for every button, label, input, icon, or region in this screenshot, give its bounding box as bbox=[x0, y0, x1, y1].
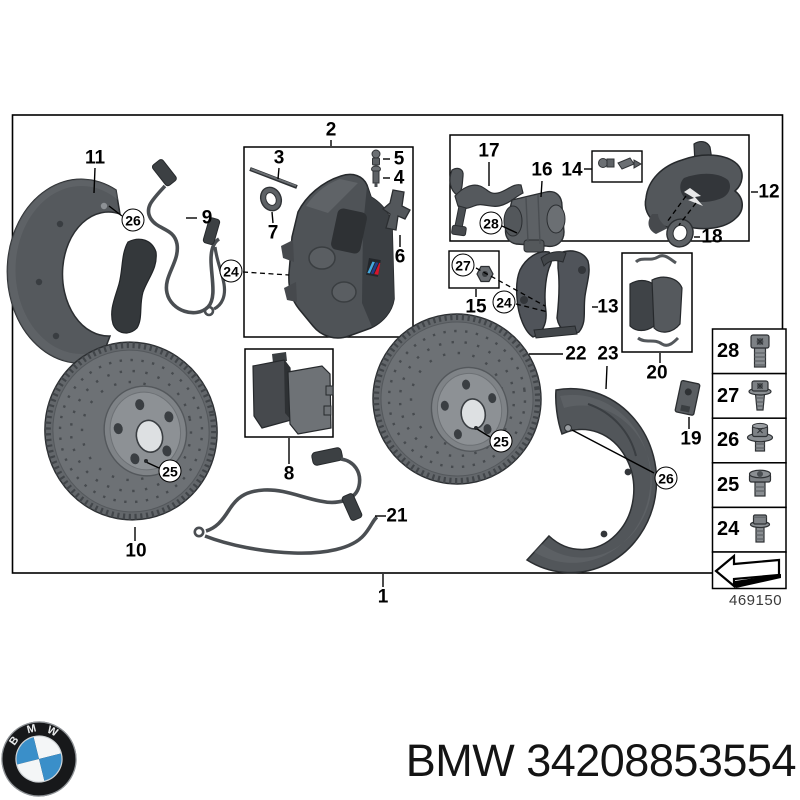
leader-lines bbox=[93, 140, 758, 587]
front-brake-pads bbox=[252, 352, 334, 435]
bleeder-service-parts bbox=[598, 157, 643, 170]
shield-bracket-arm bbox=[111, 238, 157, 334]
circled-callout-25-rear: 25 bbox=[489, 429, 513, 453]
torx-flange-bolt-icon bbox=[748, 380, 772, 411]
circled-callout-24-rear: 24 bbox=[492, 290, 516, 314]
callout-12: 12 bbox=[758, 181, 780, 203]
bleeder-valve-4 bbox=[371, 165, 381, 187]
callout-7: 7 bbox=[267, 222, 279, 244]
front-wear-sensor bbox=[146, 159, 227, 317]
rear-disc-hub bbox=[430, 366, 509, 452]
guide-pin bbox=[249, 167, 298, 189]
callout-20: 20 bbox=[646, 362, 668, 384]
dust-cap-5 bbox=[371, 149, 381, 166]
callout-23: 23 bbox=[597, 343, 619, 365]
drawing-number: 469150 bbox=[729, 592, 783, 609]
callout-9: 9 bbox=[201, 207, 213, 229]
dashed-leader-lines bbox=[242, 195, 697, 313]
circled-callout-27: 27 bbox=[451, 253, 475, 277]
socket-head-bolt-icon bbox=[750, 334, 770, 368]
circled-callout-26-front: 26 bbox=[121, 208, 145, 232]
guide-nut bbox=[476, 265, 494, 283]
hex-washer-bolt-icon bbox=[746, 422, 774, 452]
part-number-caption: BMW 34208853554 bbox=[405, 735, 797, 786]
fastener-row-25-number: 25 bbox=[717, 473, 740, 496]
callout-6: 6 bbox=[394, 246, 406, 268]
seal-ring-7 bbox=[259, 186, 283, 212]
plug-screw-icon bbox=[748, 469, 772, 497]
fastener-table bbox=[711, 328, 787, 590]
callout-17: 17 bbox=[478, 140, 500, 162]
front-disc-hub bbox=[103, 385, 188, 477]
front-caliper bbox=[281, 173, 395, 339]
callout-10: 10 bbox=[125, 540, 147, 562]
callout-16: 16 bbox=[531, 159, 553, 181]
direction-arrow-icon bbox=[714, 553, 781, 589]
fastener-row-27-number: 27 bbox=[717, 384, 740, 407]
circled-callout-28: 28 bbox=[479, 211, 503, 235]
circled-callout-26-rear: 26 bbox=[654, 466, 678, 490]
m-sport-badge-icon bbox=[366, 258, 381, 277]
callout-11: 11 bbox=[84, 147, 106, 169]
rear-splash-shield bbox=[525, 387, 658, 574]
caliper-carrier bbox=[515, 250, 590, 339]
callout-15: 15 bbox=[465, 296, 487, 318]
circled-callout-24-front: 24 bbox=[219, 259, 243, 283]
caliper-seal-ring-18 bbox=[666, 218, 694, 248]
callout-1: 1 bbox=[377, 586, 389, 608]
sensor-holder-plate bbox=[674, 379, 701, 416]
fastener-row-26-number: 26 bbox=[717, 429, 740, 452]
callout-18: 18 bbox=[701, 226, 723, 248]
bmw-logo-icon: B M W bbox=[1, 721, 77, 797]
pad-retainer-spring-6 bbox=[381, 189, 411, 231]
hex-flange-bolt-icon bbox=[749, 514, 771, 543]
callout-4: 4 bbox=[393, 167, 405, 189]
fastener-row-28-number: 28 bbox=[717, 340, 740, 362]
assembly-arrow-icon bbox=[684, 188, 703, 206]
callout-3: 3 bbox=[273, 147, 285, 169]
callout-13: 13 bbox=[597, 296, 619, 318]
fastener-row-24-number: 24 bbox=[717, 518, 740, 541]
rear-caliper bbox=[644, 141, 743, 234]
callout-2: 2 bbox=[325, 119, 337, 141]
callout-14: 14 bbox=[561, 159, 583, 181]
callout-22: 22 bbox=[565, 343, 587, 365]
callout-21: 21 bbox=[386, 505, 408, 527]
rear-brake-pads bbox=[629, 254, 683, 347]
callout-8: 8 bbox=[283, 463, 295, 485]
callout-5: 5 bbox=[393, 148, 405, 170]
circled-callout-25-front: 25 bbox=[158, 459, 182, 483]
epb-actuator-motor bbox=[503, 190, 566, 253]
front-wear-sensor-cable bbox=[193, 447, 379, 555]
front-splash-shield bbox=[6, 178, 157, 365]
handbrake-cable-bracket bbox=[449, 167, 524, 237]
bmw-logo-letter-m: M bbox=[26, 722, 38, 736]
callout-19: 19 bbox=[680, 428, 702, 450]
